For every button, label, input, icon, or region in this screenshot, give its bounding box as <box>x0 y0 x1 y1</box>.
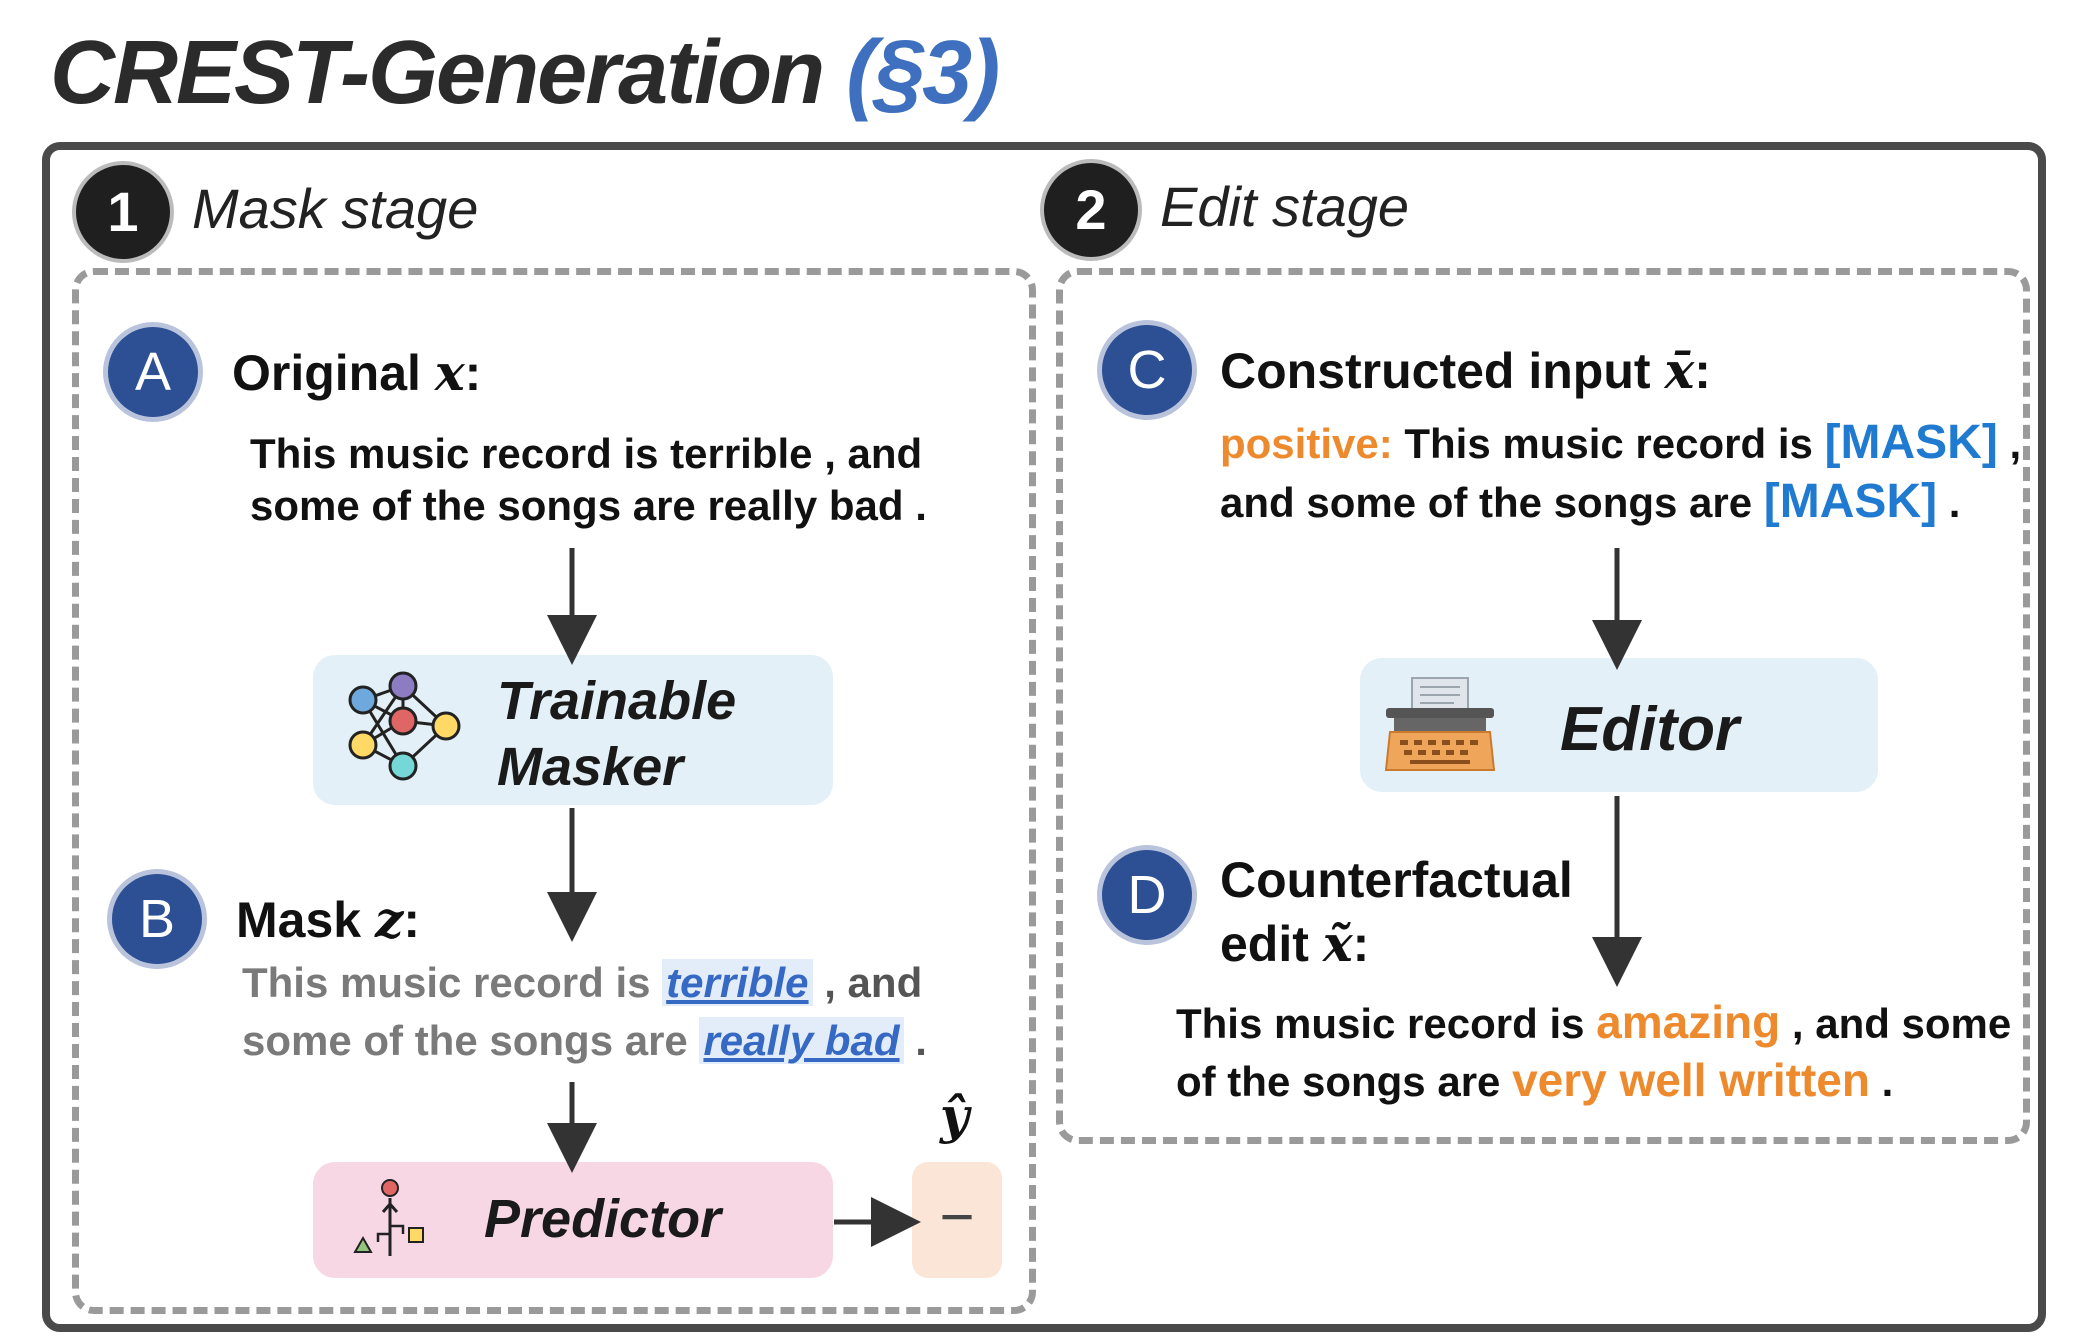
edit-amazing: amazing <box>1596 996 1781 1048</box>
counterfactual-line-1-pre: This music record is <box>1176 1000 1597 1047</box>
mask-heading: Mask z: <box>236 890 420 949</box>
constructed-line-2-post: . <box>1937 479 1961 526</box>
page-title: CREST-Generation (§3) <box>50 22 1000 125</box>
predictor-label: Predictor <box>484 1189 722 1249</box>
counterfactual-label-2: edit <box>1220 916 1309 972</box>
highlight-terrible: terrible <box>662 959 813 1006</box>
prediction-output: − <box>912 1162 1002 1278</box>
counterfactual-heading: Counterfactual edit x̃: <box>1220 848 1573 976</box>
masked-line-2-pre: some of the songs are <box>242 1017 700 1064</box>
constructed-label: Constructed input <box>1220 343 1651 399</box>
typewriter-icon <box>1384 677 1496 771</box>
masker-line-2: Masker <box>497 737 684 797</box>
y-hat-label: ŷ <box>940 1086 970 1145</box>
masked-line-2-post: . <box>903 1017 927 1064</box>
trainable-masker-label: Trainable Masker <box>497 668 736 800</box>
decision-icon <box>353 1179 424 1256</box>
counterfactual-text: This music record is amazing , and some … <box>1176 994 2011 1110</box>
constructed-line-2: and some of the songs are [MASK] . <box>1220 473 2021 532</box>
constructed-var: x̄ <box>1664 341 1695 400</box>
mask-colon: : <box>403 892 421 948</box>
original-heading: Original x: <box>232 343 481 402</box>
mask-token-1: [MASK] <box>1824 416 1998 469</box>
masked-line-1: This music record is terrible , and <box>242 954 927 1012</box>
constructed-line-1-post: , <box>1997 420 2022 467</box>
constructed-text: positive: This music record is [MASK] , … <box>1220 414 2021 532</box>
original-text: This music record is terrible , and some… <box>250 428 927 532</box>
counterfactual-var: x̃ <box>1322 914 1353 973</box>
counterfactual-line-2: of the songs are very well written . <box>1176 1052 2011 1110</box>
section-ref: (§3) <box>846 23 1000 123</box>
network-icon <box>348 671 461 781</box>
counterfactual-colon: : <box>1352 916 1370 972</box>
outer-frame <box>42 142 2046 1332</box>
masked-text: This music record is terrible , and some… <box>242 954 927 1070</box>
badge-b: B <box>112 874 202 964</box>
counterfactual-label-1: Counterfactual <box>1220 852 1573 908</box>
stage-1-number: 1 <box>76 165 170 259</box>
mask-token-2: [MASK] <box>1763 475 1938 528</box>
positive-prefix: positive: <box>1220 420 1393 467</box>
stage-2-number: 2 <box>1044 163 1138 257</box>
original-colon: : <box>464 345 482 401</box>
masked-line-2: some of the songs are really bad . <box>242 1012 927 1070</box>
edit-stage-panel <box>1056 268 2030 1144</box>
original-var: x <box>434 343 465 402</box>
mask-var: z <box>374 890 404 949</box>
constructed-colon: : <box>1694 343 1711 399</box>
mask-label: Mask <box>236 892 362 948</box>
badge-d: D <box>1102 850 1192 940</box>
original-line-1: This music record is terrible , and <box>250 430 923 477</box>
title-main: CREST-Generation <box>50 23 825 123</box>
original-line-2: some of the songs are really bad . <box>250 482 927 529</box>
constructed-line-2-pre: and some of the songs are <box>1220 479 1764 526</box>
masked-line-1-post: , and <box>812 959 923 1006</box>
counterfactual-line-1: This music record is amazing , and some <box>1176 994 2011 1052</box>
mask-stage-panel <box>72 268 1036 1314</box>
editor-label: Editor <box>1560 695 1740 764</box>
counterfactual-line-2-post: . <box>1869 1058 1894 1105</box>
counterfactual-label-2-row: edit x̃: <box>1220 912 1573 976</box>
original-label: Original <box>232 345 421 401</box>
counterfactual-line-1-post: , and some <box>1780 1000 2012 1047</box>
badge-c: C <box>1102 325 1192 415</box>
edit-very-well-written: very well written <box>1512 1054 1870 1106</box>
constructed-line-1-pre: This music record is <box>1392 420 1825 467</box>
constructed-heading: Constructed input x̄: <box>1220 341 1711 400</box>
stage-1-label: Mask stage <box>192 177 479 240</box>
badge-a: A <box>108 327 198 417</box>
masked-line-1-pre: This music record is <box>242 959 663 1006</box>
highlight-really-bad: really bad <box>699 1017 904 1064</box>
masker-line-1: Trainable <box>497 671 737 731</box>
counterfactual-line-2-pre: of the songs are <box>1176 1058 1513 1105</box>
stage-2-label: Edit stage <box>1160 175 1410 238</box>
constructed-line-1: positive: This music record is [MASK] , <box>1220 414 2021 473</box>
predictor-box <box>313 1162 833 1278</box>
